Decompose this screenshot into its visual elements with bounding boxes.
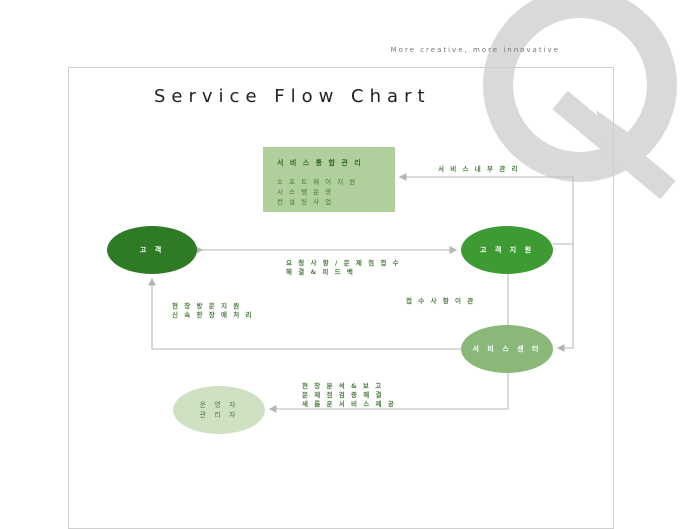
transfer-label: 접 수 사 항 이 관 [406,297,476,305]
operator-node: 운 영 자 관 리 자 [173,386,265,434]
service-center-node: 서 비 스 센 터 [461,325,553,373]
customer-support-label: 고 객 지 원 [479,246,535,254]
hub-line-software: 소 프 트 웨 어 지 원 [277,178,358,186]
service-center-label: 서 비 스 센 터 [472,345,542,353]
tagline: More creative, more innovative [390,46,560,54]
analysis-label-2: 문 제 점 검 증 해 결 [302,391,384,399]
operator-label-1: 운 영 자 [199,401,239,409]
hub-line-consulting: 컨 설 팅 사 업 [277,198,334,206]
service-integration-box: 서 비 스 통 합 관 리 소 프 트 웨 어 지 원 시 스 템 운 영 컨 … [263,147,395,212]
visit-label-1: 현 장 방 문 지 원 [172,302,242,310]
request-label-2: 해 결 & 피 드 백 [286,268,355,276]
flow-connectors [148,173,574,413]
page-title: Service Flow Chart [154,86,431,107]
q-logo-watermark [483,0,677,200]
hub-line-system: 시 스 템 운 영 [277,188,334,196]
customer-node: 고 객 [107,226,197,274]
request-label-1: 요 청 사 항 / 문 제 점 접 수 [286,259,401,267]
customer-label: 고 객 [139,246,165,254]
hub-title: 서 비 스 통 합 관 리 [277,159,363,167]
visit-label-2: 신 속 한 장 애 처 리 [172,311,254,319]
operator-label-2: 관 리 자 [199,411,239,419]
internal-management-label: 서 비 스 내 부 관 리 [438,165,520,173]
analysis-label-1: 현 장 분 석 & 보 고 [302,382,384,390]
analysis-label-3: 새 롭 운 서 비 스 제 공 [302,400,396,408]
customer-support-node: 고 객 지 원 [461,226,553,274]
